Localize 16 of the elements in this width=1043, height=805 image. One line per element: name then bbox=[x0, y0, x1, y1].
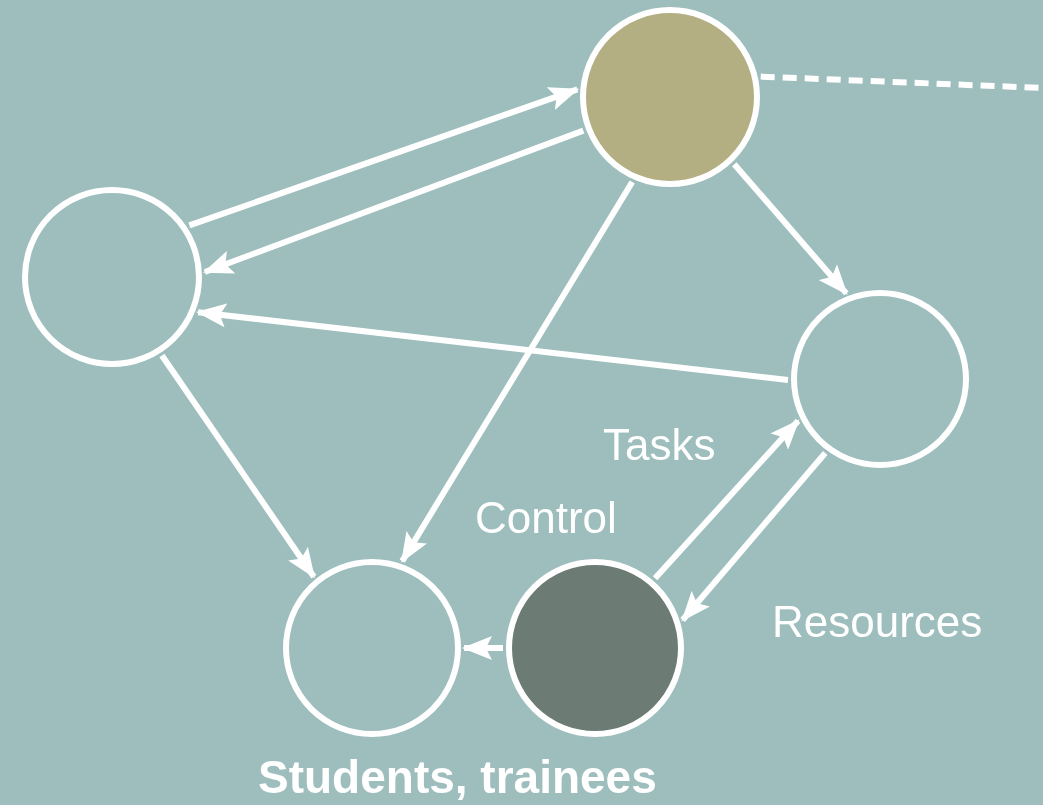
arrow bbox=[680, 450, 828, 622]
circle bbox=[791, 290, 969, 468]
arrow bbox=[652, 418, 801, 581]
circle bbox=[22, 187, 202, 367]
arrow bbox=[159, 353, 317, 579]
arrow bbox=[462, 636, 503, 660]
arrow bbox=[203, 127, 585, 275]
arrow bbox=[399, 180, 635, 563]
arrow bbox=[196, 303, 789, 383]
arrow bbox=[732, 162, 849, 296]
edge-label: Tasks bbox=[603, 420, 716, 470]
node-caption: Control bbox=[475, 493, 617, 543]
circle bbox=[283, 559, 461, 737]
edge-label: Resources bbox=[772, 597, 983, 647]
node-caption: Students, trainees bbox=[258, 750, 657, 804]
arrow bbox=[188, 86, 580, 229]
